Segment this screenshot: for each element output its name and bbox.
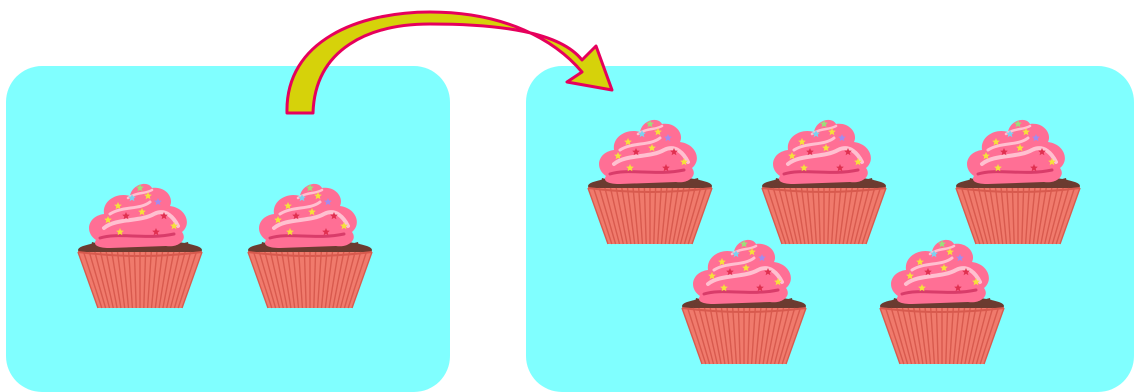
cupcake-icon [872, 232, 1012, 372]
left-cupcake-panel [6, 66, 450, 392]
cupcake-icon [754, 112, 894, 252]
cupcake-icon [948, 112, 1088, 252]
right-cupcake-panel [526, 66, 1134, 392]
cupcake-icon [240, 176, 380, 316]
cupcake-icon [580, 112, 720, 252]
cupcake-icon [70, 176, 210, 316]
cupcake-icon [674, 232, 814, 372]
